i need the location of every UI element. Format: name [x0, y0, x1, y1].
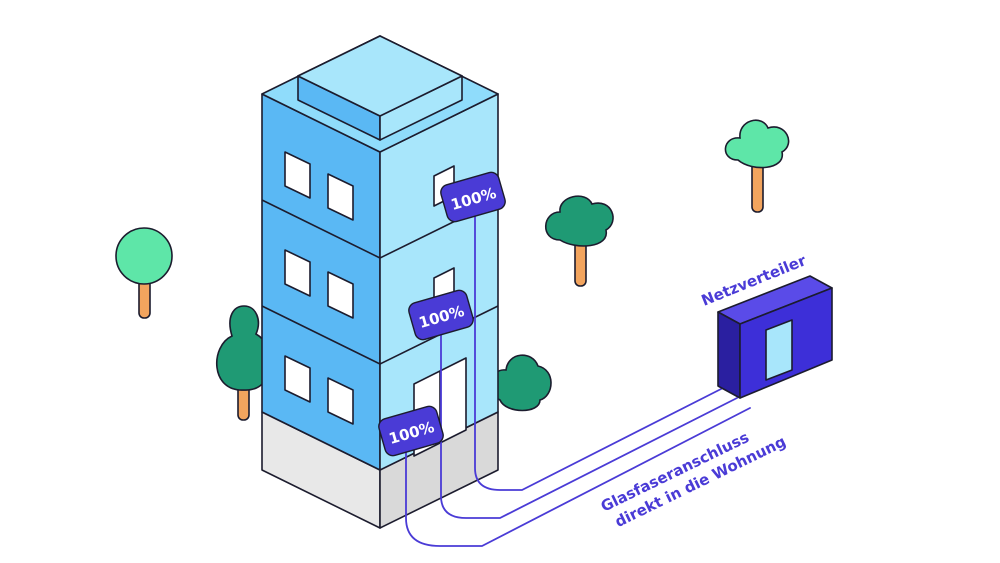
- tree-front-left: [215, 305, 272, 421]
- tree-top-right: [724, 119, 790, 213]
- tree-behind-building: [489, 354, 552, 412]
- tree-left: [115, 227, 173, 319]
- fiber-line-bottom: [405, 407, 751, 547]
- fiber-badge-middle: 100%: [408, 289, 474, 341]
- windows-left: [284, 151, 354, 425]
- cabinet-side: [717, 311, 741, 399]
- facade-left: [261, 93, 381, 471]
- network-distribution-cabinet-icon: [717, 275, 833, 399]
- fiber-line-middle: [440, 315, 738, 519]
- cabinet-door: [765, 319, 793, 381]
- tree-middle: [545, 195, 614, 287]
- connection-label: Glasfaseranschluss direkt in die Wohnung: [598, 428, 789, 531]
- fiber-badge-top: 100%: [440, 171, 506, 223]
- fiber-badge-bottom: 100%: [378, 405, 444, 457]
- fiber-line-top: [474, 195, 724, 491]
- fiber-lines: [405, 195, 751, 547]
- apartment-building: [261, 35, 499, 529]
- roof-structure: [297, 35, 463, 141]
